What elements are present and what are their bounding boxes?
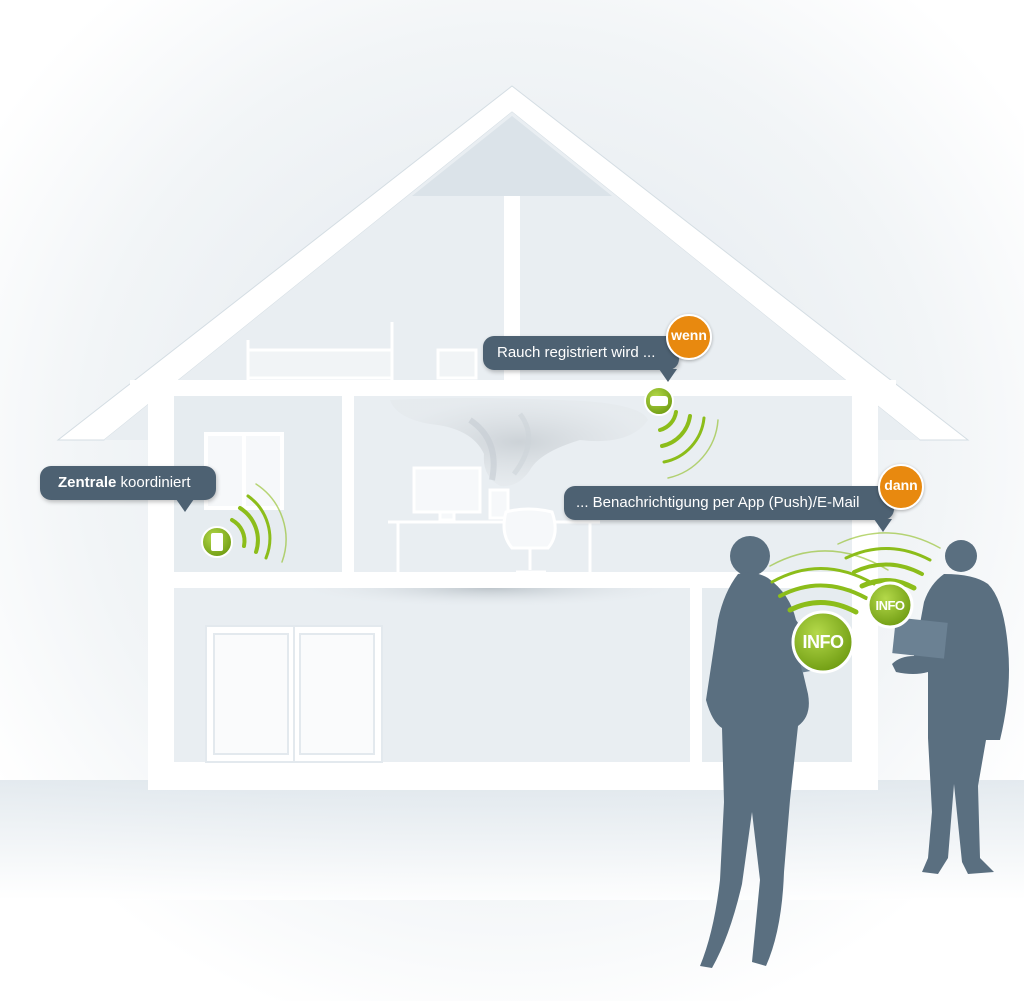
divider-lower: [690, 588, 702, 762]
ceiling-shadow: [290, 588, 690, 628]
callout-central: Zentrale koordiniert: [40, 466, 216, 512]
attic-post: [504, 196, 520, 382]
signal-waves-icon: [230, 483, 287, 563]
smoke-detector-icon: [644, 386, 674, 416]
callout-smoke-text: Rauch registriert wird ...: [497, 344, 656, 361]
info-waves: [769, 532, 941, 615]
badge-dann: dann: [878, 464, 924, 510]
upper-floor-slab: [130, 380, 896, 396]
attic-window: [412, 116, 612, 196]
smoke-plume: [390, 398, 648, 487]
office-chair: [502, 507, 557, 574]
callout-smoke: Rauch registriert wird ...: [483, 336, 679, 382]
divider-upper: [342, 396, 354, 572]
badge-wenn: wenn: [666, 314, 712, 360]
middle-floor-slab: [148, 572, 878, 588]
info-label-large: INFO: [802, 632, 845, 652]
attic-bed: [246, 322, 394, 380]
info-label-small: INFO: [875, 598, 905, 613]
patio-door: [205, 625, 383, 763]
callout-central-bold: Zentrale: [58, 474, 117, 491]
callout-notify: ... Benachrichtigung per App (Push)/E-Ma…: [564, 486, 894, 532]
smoke-detector-waves: [658, 410, 719, 479]
attic-table: [436, 348, 478, 380]
office-desk: [388, 466, 600, 572]
floor-shadow: [0, 780, 1024, 900]
tablet-man: [892, 617, 948, 659]
callout-central-text: koordiniert: [116, 474, 191, 491]
info-icon: [791, 581, 914, 674]
callout-notify-text: ... Benachrichtigung per App (Push)/E-Ma…: [576, 494, 860, 511]
central-unit-icon: [201, 526, 233, 558]
